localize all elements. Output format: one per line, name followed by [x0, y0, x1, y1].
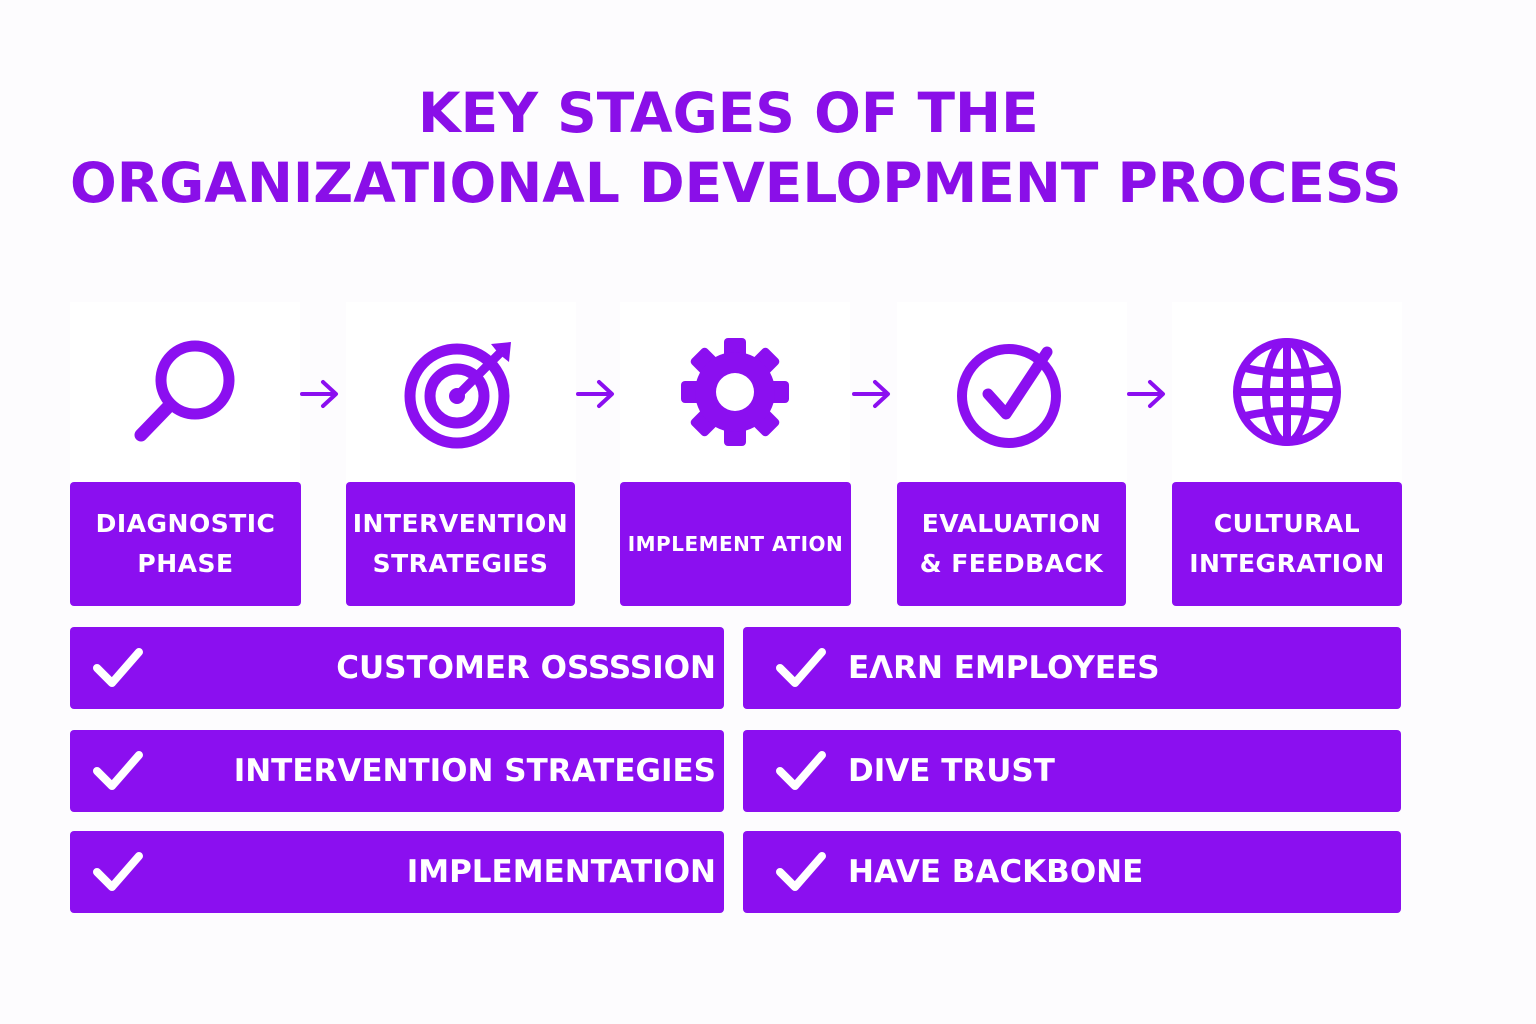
- checklist-label: DIVE TRUST: [848, 753, 1055, 789]
- arrow-right-icon: [300, 380, 338, 408]
- icon-box-evaluation: [897, 302, 1127, 482]
- icon-box-diagnostic: [70, 302, 300, 482]
- title-line-2: ORGANIZATIONAL DEVELOPMENT PROCESS: [70, 151, 1402, 215]
- stage-intervention-strategies: INTERVENTION STRATEGIES: [346, 482, 575, 606]
- checklist-label: IMPLEMENTATION: [406, 854, 716, 890]
- checklist-label: CUSTOMER OSSSSION: [336, 650, 716, 686]
- icon-box-intervention: [346, 302, 576, 482]
- stage-diagnostic-phase: DIAGNOSTIC PHASE: [70, 482, 301, 606]
- checkmark-icon: [93, 751, 143, 790]
- checklist-item: DIVE TRUST: [743, 730, 1401, 812]
- globe-icon: [1233, 338, 1341, 446]
- checklist-item: EɅRN EMPLOYEES: [743, 627, 1401, 709]
- target-icon: [404, 342, 511, 449]
- arrow-right-icon: [576, 380, 614, 408]
- checkmark-circle-icon: [957, 344, 1061, 448]
- checkmark-icon: [776, 648, 826, 687]
- arrow-right-icon: [852, 380, 890, 408]
- checkmark-icon: [776, 751, 826, 790]
- checkmark-icon: [93, 648, 143, 687]
- icon-box-cultural: [1172, 302, 1402, 482]
- gear-icon: [681, 338, 789, 446]
- checklist-item: CUSTOMER OSSSSION: [70, 627, 724, 709]
- checklist-item: HAVE BACKBONE: [743, 831, 1401, 913]
- title-line-1: KEY STAGES OF THE: [418, 81, 1039, 145]
- checklist-label: EɅRN EMPLOYEES: [848, 650, 1160, 686]
- checkmark-icon: [93, 852, 143, 891]
- checklist-item: IMPLEMENTATION: [70, 831, 724, 913]
- magnifier-icon: [134, 340, 235, 442]
- page-title: KEY STAGES OF THE ORGANIZATIONAL DEVELOP…: [0, 78, 1536, 218]
- checkmark-icon: [776, 852, 826, 891]
- checklist-label: HAVE BACKBONE: [848, 854, 1144, 890]
- checklist-label: INTERVENTION STRATEGIES: [233, 753, 716, 789]
- stage-evaluation-feedback: EVALUATION & FEEDBACK: [897, 482, 1126, 606]
- stage-implementation: IMPLEMENT ATION: [620, 482, 851, 606]
- icon-box-implementation: [620, 302, 850, 482]
- stage-cultural-integration: CULTURAL INTEGRATION: [1172, 482, 1402, 606]
- arrow-right-icon: [1127, 380, 1165, 408]
- checklist-item: INTERVENTION STRATEGIES: [70, 730, 724, 812]
